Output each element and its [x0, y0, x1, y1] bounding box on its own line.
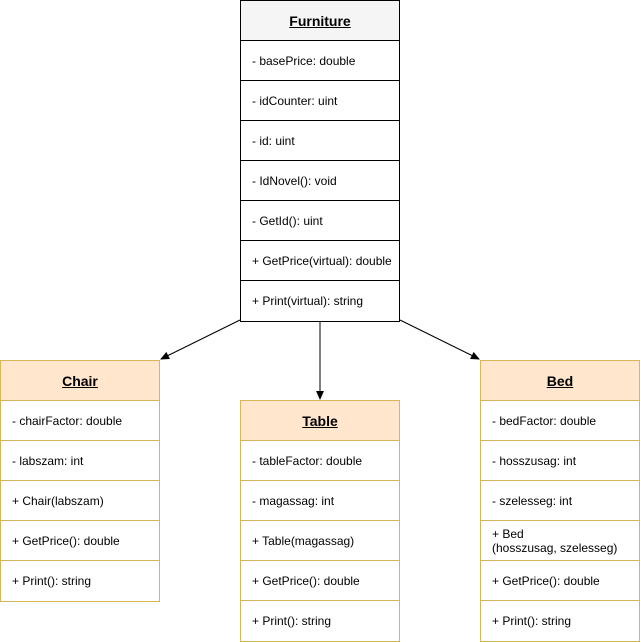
class-member: + Print(): string — [1, 561, 159, 601]
class-member: + Print(virtual): string — [241, 281, 399, 321]
class-member: - szelesseg: int — [481, 481, 639, 521]
class-member: + Print(): string — [241, 601, 399, 641]
class-member: + GetPrice(): double — [481, 561, 639, 601]
class-member: + Print(): string — [481, 601, 639, 641]
class-member: + Chair(labszam) — [1, 481, 159, 521]
class-table[interactable]: Table - tableFactor: double - magassag: … — [240, 400, 400, 642]
class-member: + GetPrice(): double — [241, 561, 399, 601]
class-member: - hosszusag: int — [481, 441, 639, 481]
class-member: - GetId(): uint — [241, 201, 399, 241]
class-member: + GetPrice(): double — [1, 521, 159, 561]
class-member: - tableFactor: double — [241, 441, 399, 481]
class-name: Table — [241, 401, 399, 441]
class-member: - bedFactor: double — [481, 401, 639, 441]
arrow-furniture-to-chair — [160, 319, 241, 360]
class-member: - idCounter: uint — [241, 81, 399, 121]
class-name: Chair — [1, 361, 159, 401]
class-member: - IdNovel(): void — [241, 161, 399, 201]
class-member: - id: uint — [241, 121, 399, 161]
class-name: Furniture — [241, 1, 399, 41]
class-chair[interactable]: Chair - chairFactor: double - labszam: i… — [0, 360, 160, 602]
class-member: - basePrice: double — [241, 41, 399, 81]
class-member: - chairFactor: double — [1, 401, 159, 441]
class-bed[interactable]: Bed - bedFactor: double - hosszusag: int… — [480, 360, 640, 642]
class-member: - magassag: int — [241, 481, 399, 521]
class-member: - labszam: int — [1, 441, 159, 481]
class-furniture[interactable]: Furniture - basePrice: double - idCounte… — [240, 0, 400, 322]
arrow-furniture-to-bed — [399, 319, 480, 360]
class-member: + GetPrice(virtual): double — [241, 241, 399, 281]
class-member: + Table(magassag) — [241, 521, 399, 561]
class-name: Bed — [481, 361, 639, 401]
class-member: + Bed (hosszusag, szelesseg) — [481, 521, 639, 561]
